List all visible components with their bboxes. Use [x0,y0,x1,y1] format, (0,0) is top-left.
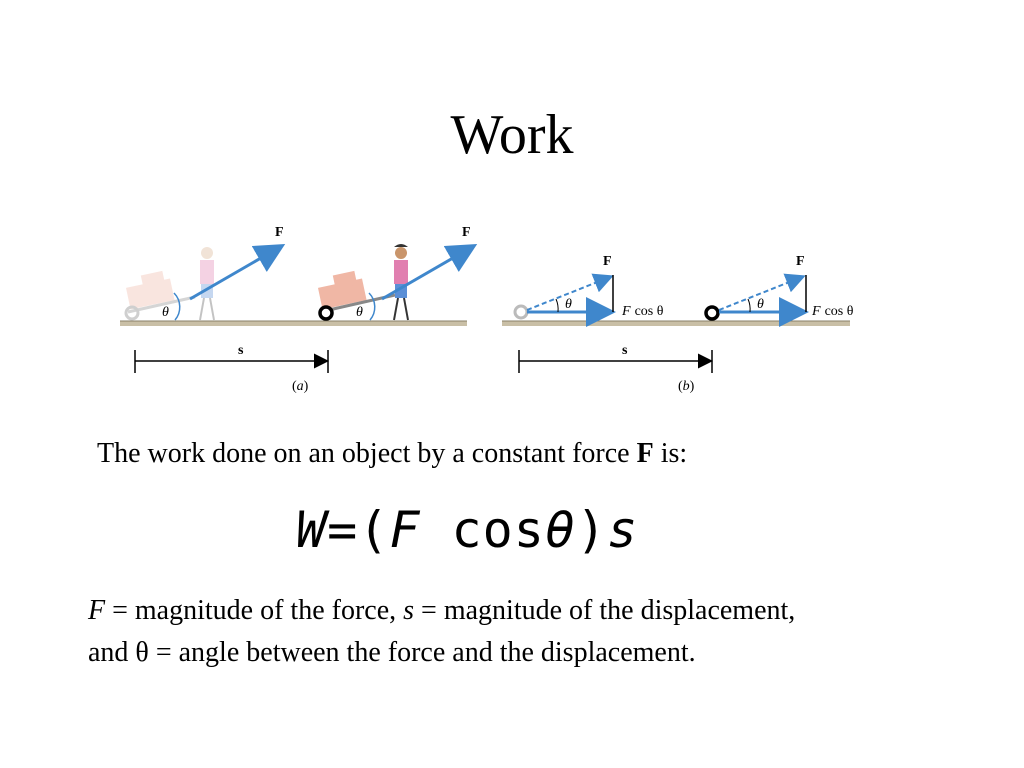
cart-wheel [318,305,334,321]
force-dashed-b1 [526,273,614,311]
angle-label-a1: θ [162,305,169,320]
def-f-desc: = magnitude of the force, [112,595,397,626]
displacement-label-a: s [238,343,244,358]
work-equation: W=(F cosθ)s [296,500,638,560]
panel-a: θ θ F F s (a) [120,225,478,394]
eq-f: F [389,501,421,559]
angle-label-b2: θ [757,297,764,312]
intro-prefix: The work done on an object by a constant… [97,438,630,469]
force-arrow-a2 [381,243,478,301]
caption-a: (a) [292,379,309,394]
intro-suffix: is: [660,438,688,469]
eq-theta: θ [544,501,576,559]
eq-cos: cos [451,501,545,559]
force-dashed-b2 [718,273,806,311]
slide-title: Work [450,104,574,166]
displacement-label-b: s [622,343,628,358]
eq-close-paren: ) [575,501,608,559]
eq-s: s [607,501,639,559]
angle-arc-a2 [368,292,376,321]
force-arrow-a1 [189,243,286,301]
def-f-symbol: F [88,595,106,626]
intro-sentence: The work done on an object by a constant… [97,436,687,472]
caption-b: (b) [678,379,695,394]
ground-a [120,321,467,326]
definition-line-1: F = magnitude of the force, s = magnitud… [88,590,795,632]
definition-text: F = magnitude of the force, s = magnitud… [88,590,795,674]
angle-label-a2: θ [356,305,363,320]
ground-b [502,321,850,326]
eq-open-paren: ( [358,501,390,559]
def-s-desc: = magnitude of the displacement, [421,595,796,626]
angle-label-b1: θ [565,297,572,312]
eq-w: W [296,501,328,559]
force-label-a2: F [462,225,471,240]
force-label-b1: F [603,254,612,269]
angle-arc-a1 [173,292,181,321]
force-label-a1: F [275,225,284,240]
def-s-symbol: s [403,595,415,626]
active-cart-person [317,244,409,321]
eq-equals: = [327,501,359,559]
figure-svg: θ θ F F s (a) [120,225,854,394]
intro-force-symbol: F [636,438,654,469]
faded-cart-person [124,247,215,321]
force-label-b2: F [796,254,805,269]
object-b1 [513,304,529,320]
work-figure: θ θ F F s (a) [110,215,890,400]
definition-line-2: and θ = angle between the force and the … [88,637,696,668]
object-b2 [704,305,720,321]
